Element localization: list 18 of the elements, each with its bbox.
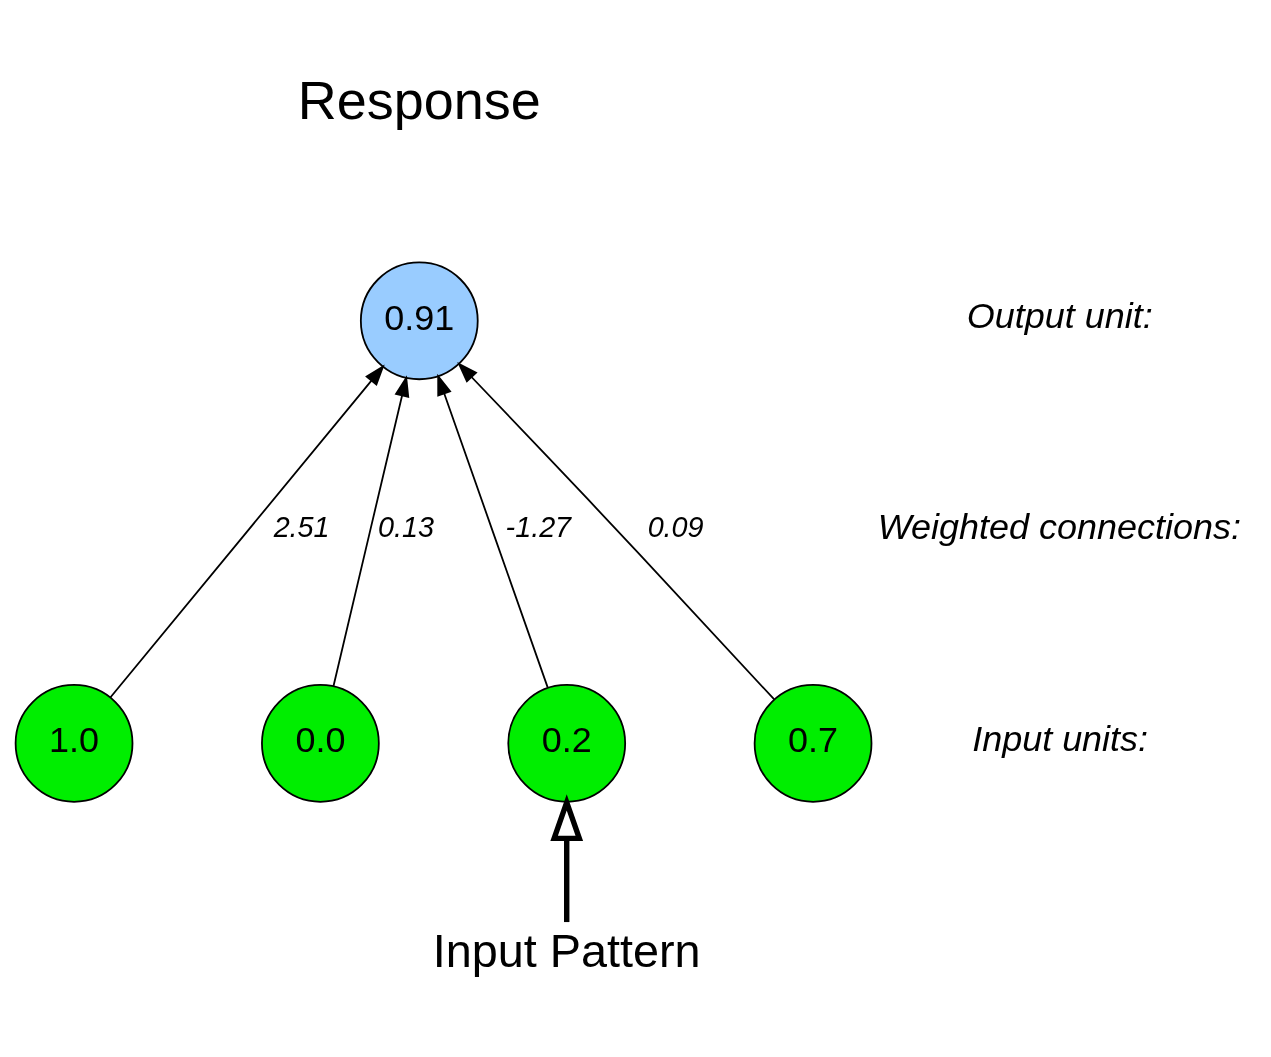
node-text: Input Pattern	[432, 924, 701, 977]
node-circle: 1.0	[14, 684, 134, 803]
node-label: Response	[297, 69, 541, 130]
label: Output unit:	[966, 295, 1153, 337]
edge-label: 2.51	[273, 511, 330, 544]
arrow	[550, 794, 584, 923]
arrow	[332, 375, 410, 687]
arrow	[437, 373, 549, 689]
edge-label: 0.09	[647, 511, 704, 544]
label: Input units:	[972, 717, 1149, 759]
node-circle: 0.0	[261, 684, 380, 803]
arrow	[109, 364, 385, 699]
label: Weighted connections:	[877, 506, 1241, 548]
edge-label: 0.13	[377, 511, 434, 544]
node-circle: 0.7	[753, 684, 873, 803]
edge-label: -1.27	[505, 511, 572, 544]
arrow	[457, 362, 776, 701]
node-circle: 0.2	[507, 684, 627, 803]
